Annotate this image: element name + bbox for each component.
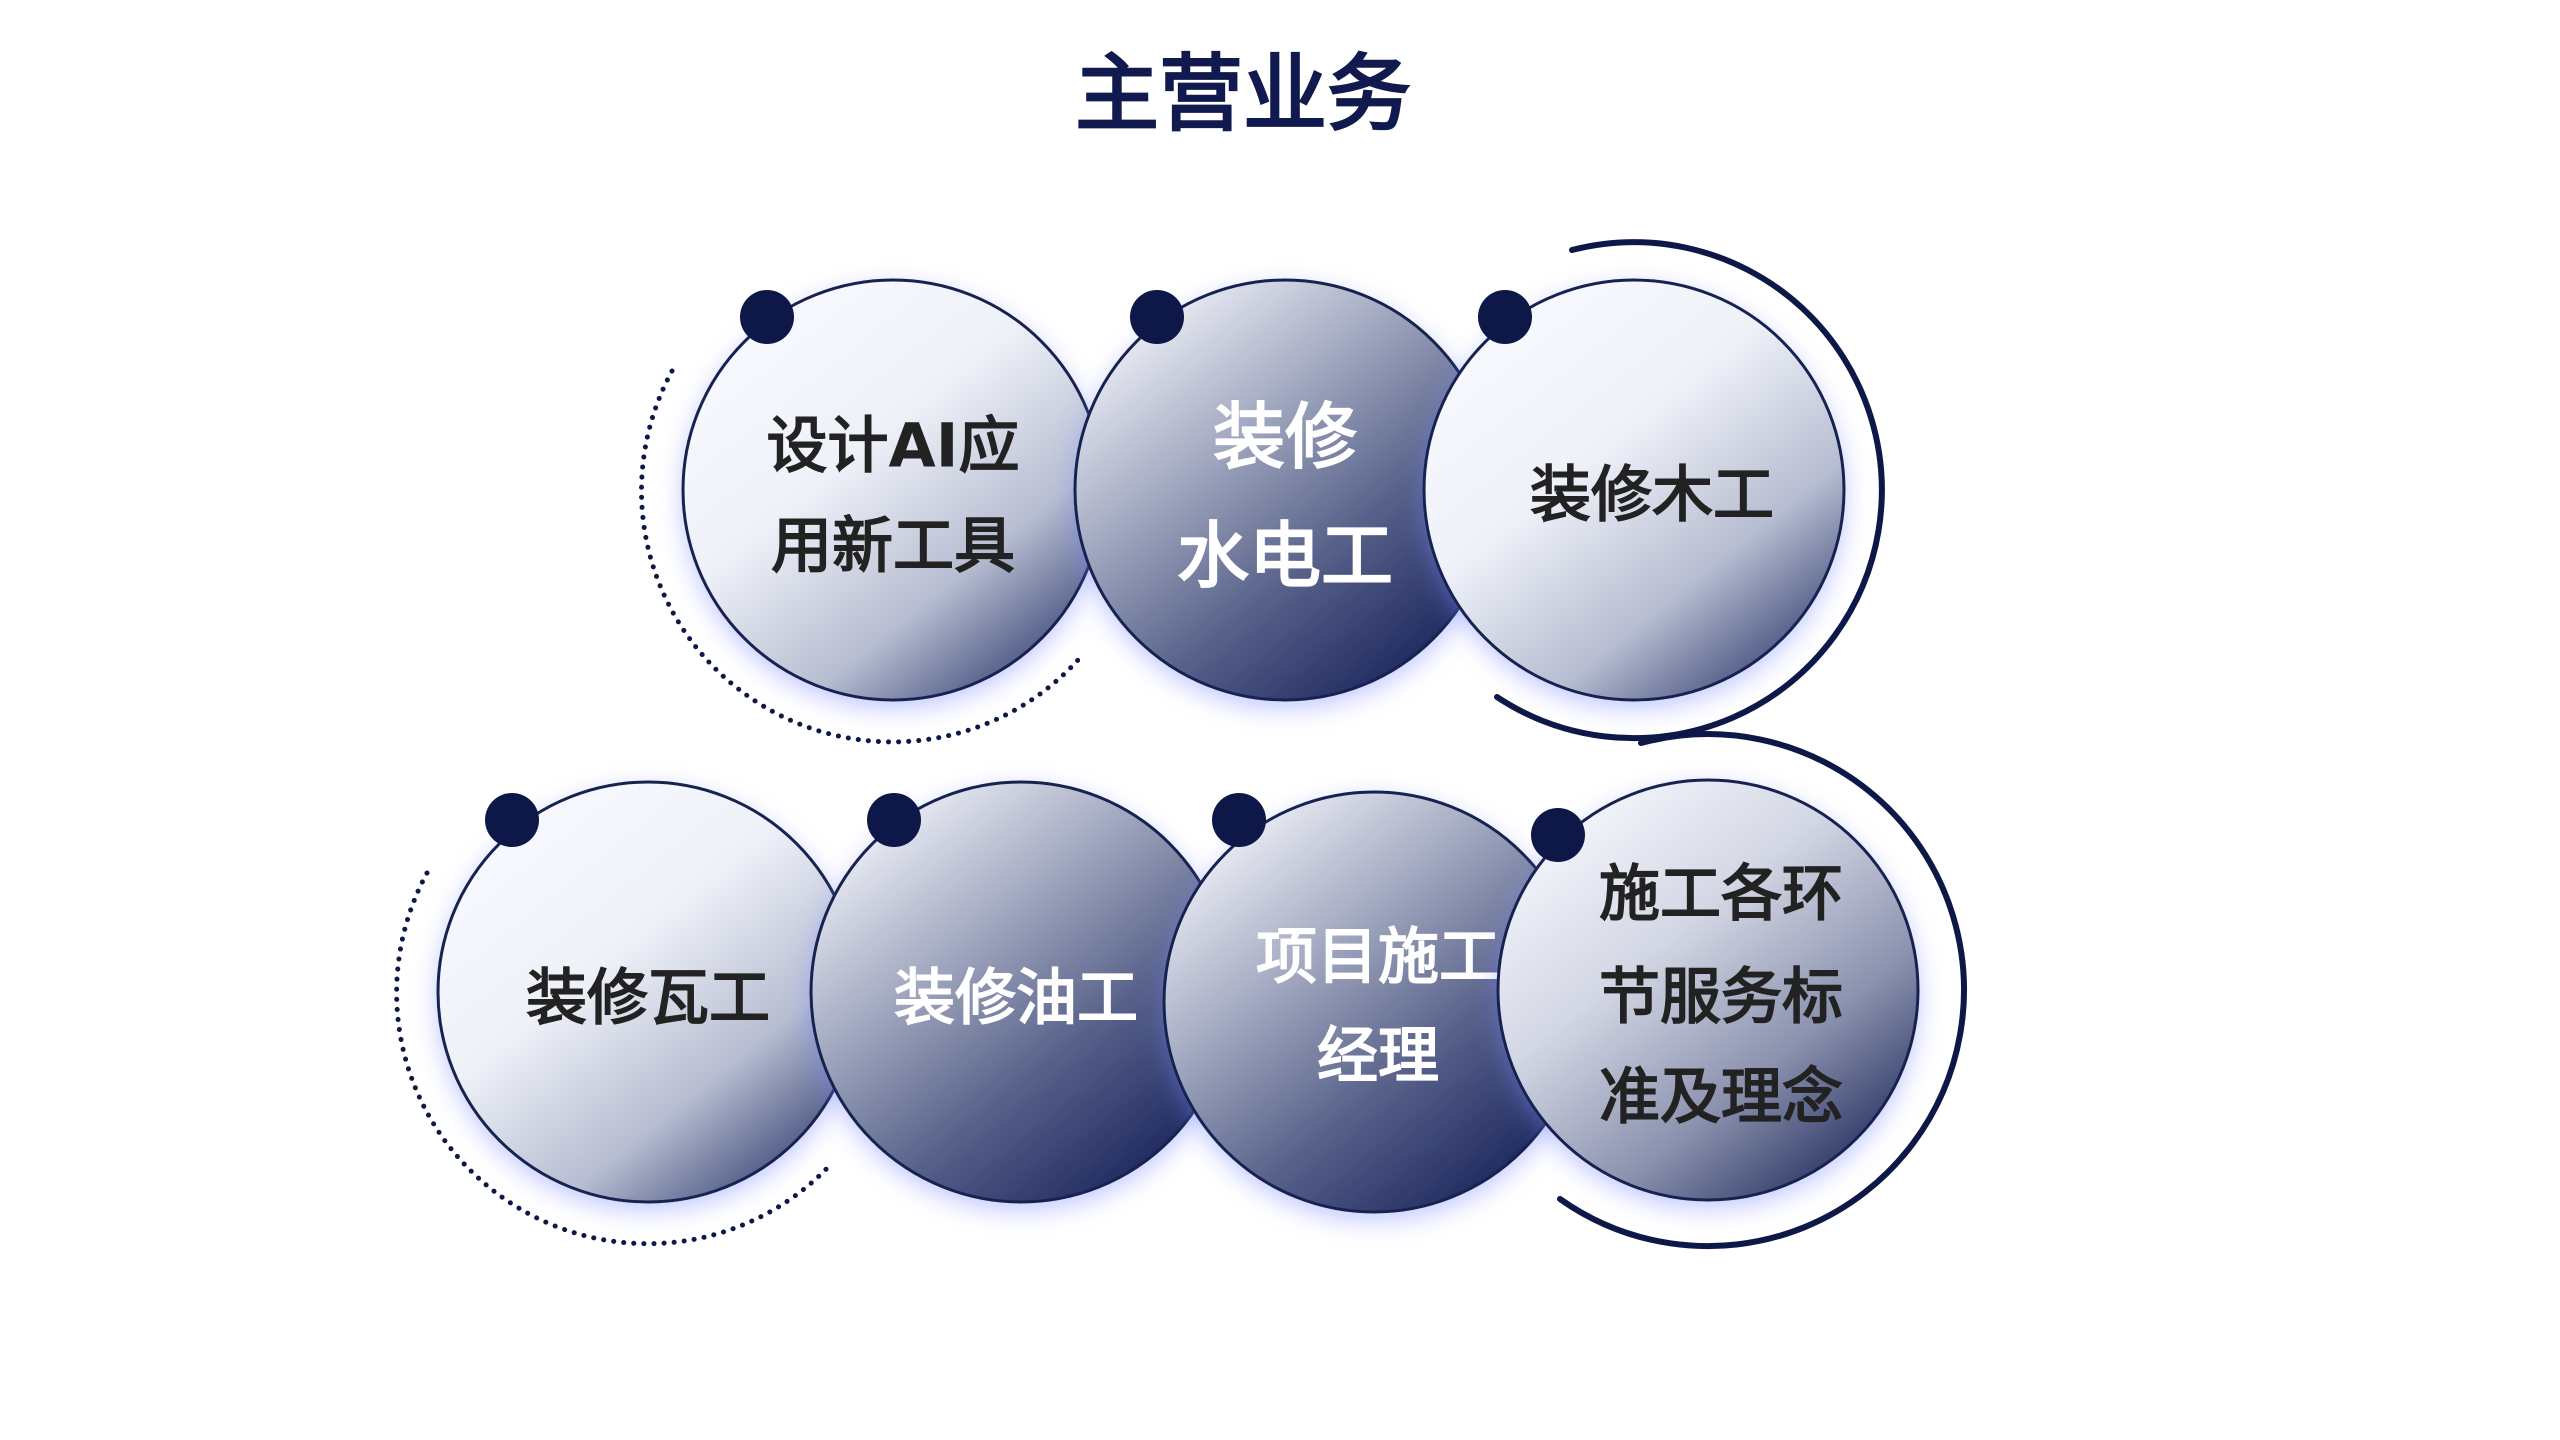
solid-arc-3 bbox=[1494, 239, 1885, 742]
solid-arc-7 bbox=[1557, 731, 1967, 1250]
service-label-line: 设计AI应 bbox=[767, 411, 1020, 482]
service-label-line: 装修油工 bbox=[894, 963, 1138, 1034]
service-circle-design-ai: 设计AI应 用新工具 bbox=[681, 278, 1105, 702]
dotted-arc-1 bbox=[639, 368, 1081, 745]
bullet-dot bbox=[867, 793, 921, 847]
bullet-dot bbox=[1478, 290, 1532, 344]
dotted-arc-4 bbox=[394, 870, 835, 1247]
service-circle-plumbing-electrical: 装修 水电工 bbox=[1073, 278, 1497, 702]
bullet-dot bbox=[1531, 808, 1585, 862]
service-label-line: 装修瓦工 bbox=[526, 963, 770, 1034]
service-label-line: 用新工具 bbox=[771, 511, 1015, 582]
service-label-line: 项目施工 bbox=[1256, 922, 1500, 993]
service-label-line: 装修木工 bbox=[1530, 460, 1774, 531]
service-label-line: 水电工 bbox=[1177, 514, 1393, 598]
service-circle-service-standards: 施工各环 节服务标 准及理念 bbox=[1496, 778, 1920, 1202]
service-label-line: 施工各环 bbox=[1599, 859, 1843, 930]
service-label-line: 装修 bbox=[1213, 395, 1358, 479]
service-circle-tiling: 装修瓦工 bbox=[436, 780, 860, 1204]
service-label-line: 节服务标 bbox=[1599, 962, 1843, 1033]
page-title: 主营业务 bbox=[1075, 45, 1411, 143]
bullet-dot bbox=[1212, 793, 1266, 847]
bullet-dot bbox=[740, 290, 794, 344]
service-label-line: 准及理念 bbox=[1599, 1062, 1843, 1133]
bullet-dot bbox=[1130, 290, 1184, 344]
service-label-line: 经理 bbox=[1317, 1021, 1439, 1092]
service-circle-carpentry: 装修木工 bbox=[1422, 278, 1846, 702]
bullet-dot bbox=[485, 793, 539, 847]
